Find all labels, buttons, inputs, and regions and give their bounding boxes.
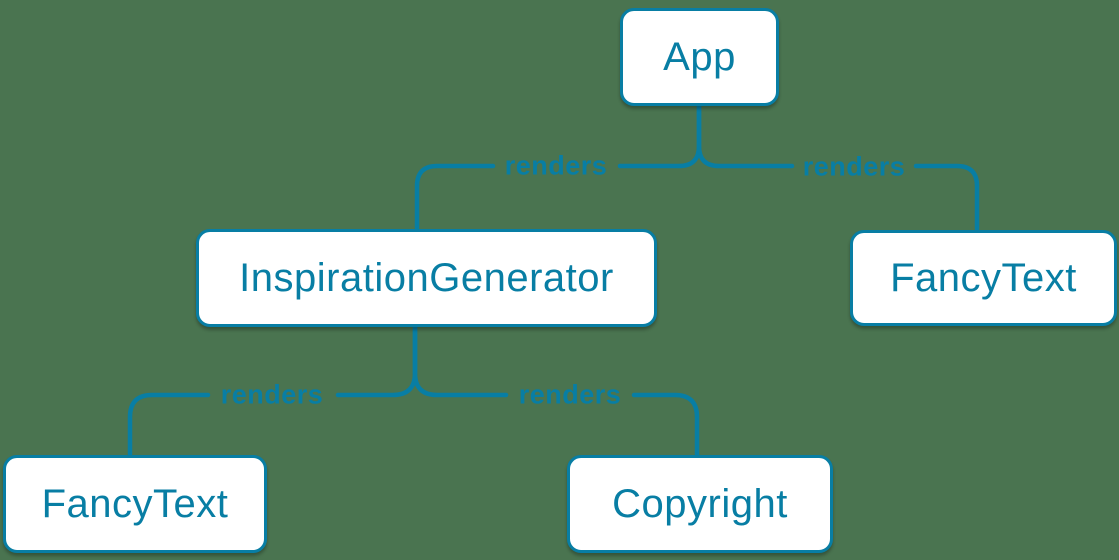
edge-inspirationgenerator-fancytext-segment-2 bbox=[127, 392, 211, 457]
edge-label-app-inspirationgenerator: renders bbox=[504, 150, 608, 181]
node-fancy-text-right-label: FancyText bbox=[890, 255, 1077, 300]
node-app: App bbox=[620, 8, 779, 106]
node-inspiration-generator: InspirationGenerator bbox=[196, 229, 657, 327]
node-fancy-text-right: FancyText bbox=[850, 230, 1117, 326]
edge-app-inspirationgenerator-segment-1 bbox=[617, 103, 702, 169]
edge-label-app-fancytext: renders bbox=[802, 151, 906, 182]
edge-label-inspirationgenerator-copyright: renders bbox=[518, 379, 622, 410]
node-fancy-text-left: FancyText bbox=[3, 455, 267, 553]
edge-inspirationgenerator-copyright-segment-1 bbox=[412, 325, 509, 398]
node-app-label: App bbox=[663, 34, 736, 79]
edge-app-fancytext-segment-2 bbox=[913, 163, 980, 232]
edge-app-inspirationgenerator-segment-2 bbox=[414, 163, 496, 231]
node-copyright: Copyright bbox=[567, 455, 833, 553]
edge-inspirationgenerator-copyright-segment-2 bbox=[631, 392, 700, 457]
edge-label-inspirationgenerator-fancytext: renders bbox=[220, 379, 324, 410]
node-inspiration-generator-label: InspirationGenerator bbox=[239, 255, 614, 300]
node-fancy-text-left-label: FancyText bbox=[41, 481, 229, 526]
node-copyright-label: Copyright bbox=[612, 481, 788, 526]
edge-app-fancytext-segment-1 bbox=[696, 103, 795, 169]
edge-inspirationgenerator-fancytext-segment-1 bbox=[335, 325, 418, 398]
